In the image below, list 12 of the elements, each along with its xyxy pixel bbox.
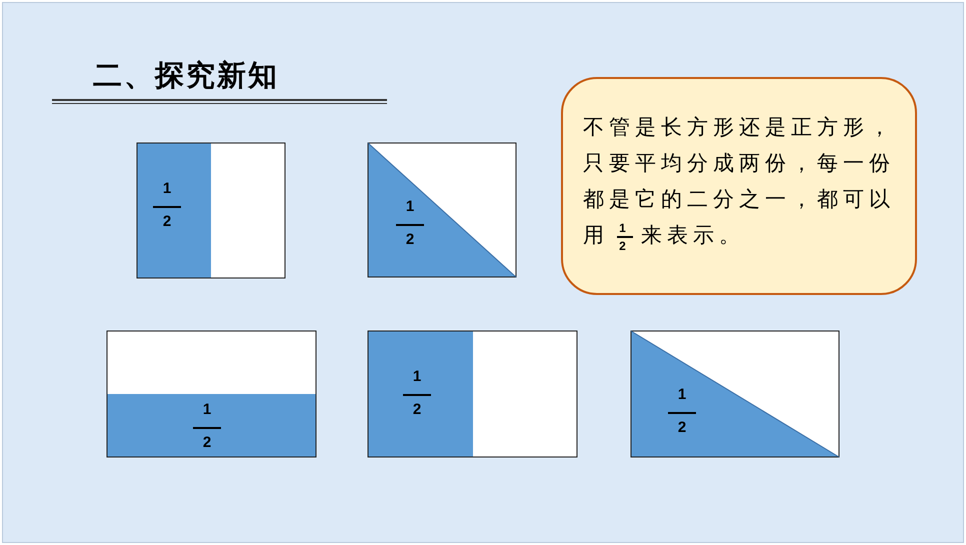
fraction-numerator: 1 (678, 386, 686, 403)
fraction-numerator: 1 (412, 368, 422, 385)
fraction-numerator: 1 (202, 401, 212, 418)
fraction-denominator: 2 (412, 401, 422, 418)
fraction-numerator: 1 (162, 180, 172, 197)
fraction-denominator: 2 (678, 419, 686, 436)
speech-bubble (561, 77, 917, 295)
fraction-denominator: 2 (202, 434, 212, 451)
fraction-denominator: 2 (406, 231, 414, 248)
fraction-numerator: 1 (406, 198, 414, 215)
fraction-denominator: 2 (162, 213, 172, 230)
slide-title: 二、探究新知 (93, 57, 279, 94)
